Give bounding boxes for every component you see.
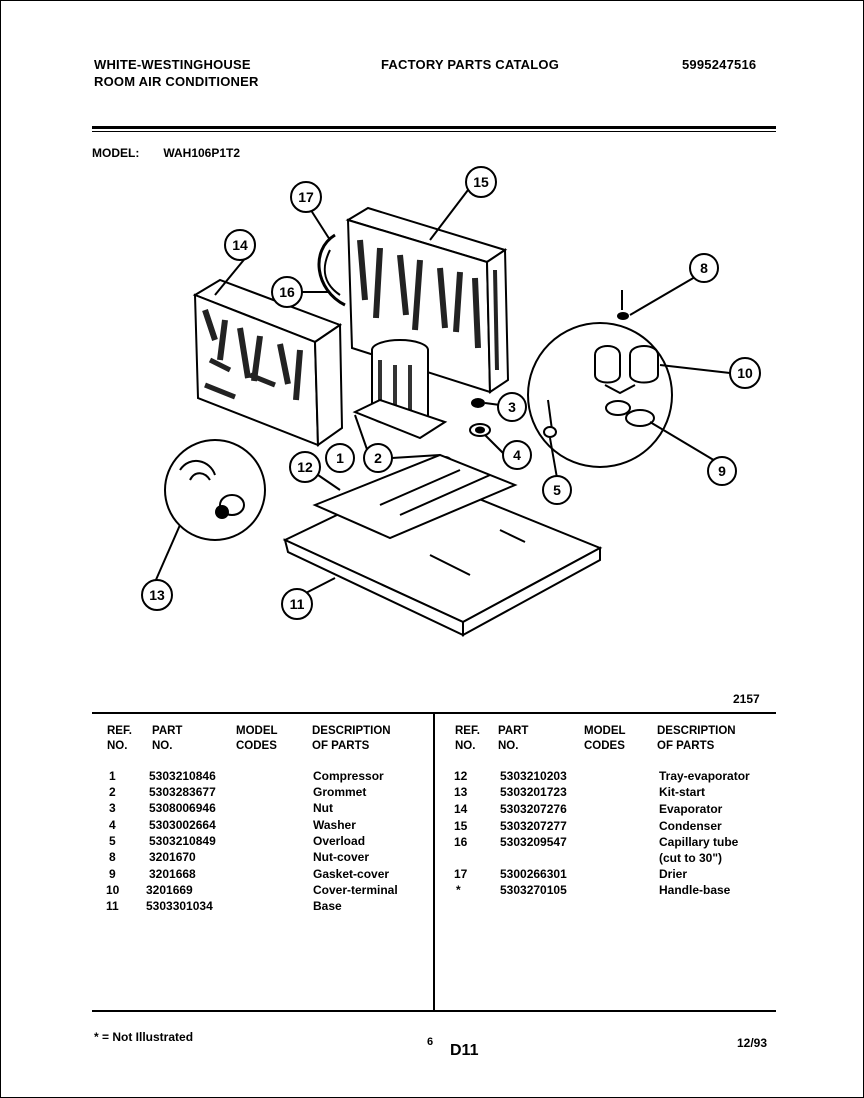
evaporator-coil-drawing xyxy=(192,278,344,447)
header-ref-left: REF.NO. xyxy=(107,725,132,752)
callout-17: 17 xyxy=(290,181,322,213)
svg-text:11: 11 xyxy=(290,596,305,612)
model-value: WAH106P1T2 xyxy=(163,146,241,160)
start-kit-detail-circle xyxy=(164,439,266,541)
callout-5: 5 xyxy=(542,475,572,505)
svg-text:3: 3 xyxy=(508,399,516,415)
model-label: MODEL: xyxy=(92,146,140,160)
svg-text:10: 10 xyxy=(737,365,753,381)
not-illustrated-note: * = Not Illustrated xyxy=(94,1030,194,1044)
callout-3: 3 xyxy=(497,392,527,422)
callout-4: 4 xyxy=(502,440,532,470)
svg-text:5: 5 xyxy=(553,482,561,498)
header-rule-thick xyxy=(92,126,776,129)
base-tray-drawing xyxy=(282,453,603,637)
table-bottom-rule xyxy=(92,1010,776,1012)
svg-text:14: 14 xyxy=(232,237,248,253)
table-center-divider xyxy=(433,714,435,1010)
exploded-parts-diagram: 1 2 3 4 5 8 9 10 11 12 13 14 15 16 17 xyxy=(141,166,761,637)
callout-16: 16 xyxy=(271,276,303,308)
svg-text:17: 17 xyxy=(298,189,314,205)
callout-14: 14 xyxy=(224,229,256,261)
svg-text:2: 2 xyxy=(374,450,382,466)
callout-leaders xyxy=(154,189,731,597)
callout-2: 2 xyxy=(363,443,393,473)
figure-number: 2157 xyxy=(733,692,760,706)
callout-13: 13 xyxy=(141,579,173,611)
callout-10: 10 xyxy=(729,357,761,389)
callout-12: 12 xyxy=(289,451,321,483)
header-ref-right: REF.NO. xyxy=(455,725,480,752)
svg-text:16: 16 xyxy=(279,284,295,300)
callout-11: 11 xyxy=(281,588,313,620)
terminal-cover-detail-circle xyxy=(527,290,673,468)
catalog-number: 5995247516 xyxy=(682,57,757,72)
svg-text:13: 13 xyxy=(149,587,165,603)
svg-text:15: 15 xyxy=(473,174,489,190)
svg-text:9: 9 xyxy=(718,463,726,479)
brand-line-2: ROOM AIR CONDITIONER xyxy=(94,74,259,89)
svg-text:1: 1 xyxy=(336,450,344,466)
callout-15: 15 xyxy=(465,166,497,198)
svg-text:4: 4 xyxy=(513,447,521,463)
svg-text:8: 8 xyxy=(700,260,708,276)
callout-9: 9 xyxy=(707,456,737,486)
page-small-number: 6 xyxy=(427,1036,434,1048)
catalog-title: FACTORY PARTS CATALOG xyxy=(381,57,560,72)
catalog-date: 12/93 xyxy=(737,1036,768,1050)
callouts: 1 2 3 4 5 8 9 10 11 12 13 14 15 16 17 xyxy=(141,166,761,620)
table-top-rule xyxy=(92,712,776,714)
compressor-drawing xyxy=(352,339,448,440)
brand-line-1: WHITE-WESTINGHOUSE xyxy=(94,57,251,72)
model-line: MODEL: WAH106P1T2 xyxy=(92,146,240,160)
callout-8: 8 xyxy=(689,253,719,283)
page-code: D11 xyxy=(450,1042,479,1059)
callout-1: 1 xyxy=(325,443,355,473)
svg-text:12: 12 xyxy=(297,459,313,475)
header-rule-thin xyxy=(92,131,776,132)
